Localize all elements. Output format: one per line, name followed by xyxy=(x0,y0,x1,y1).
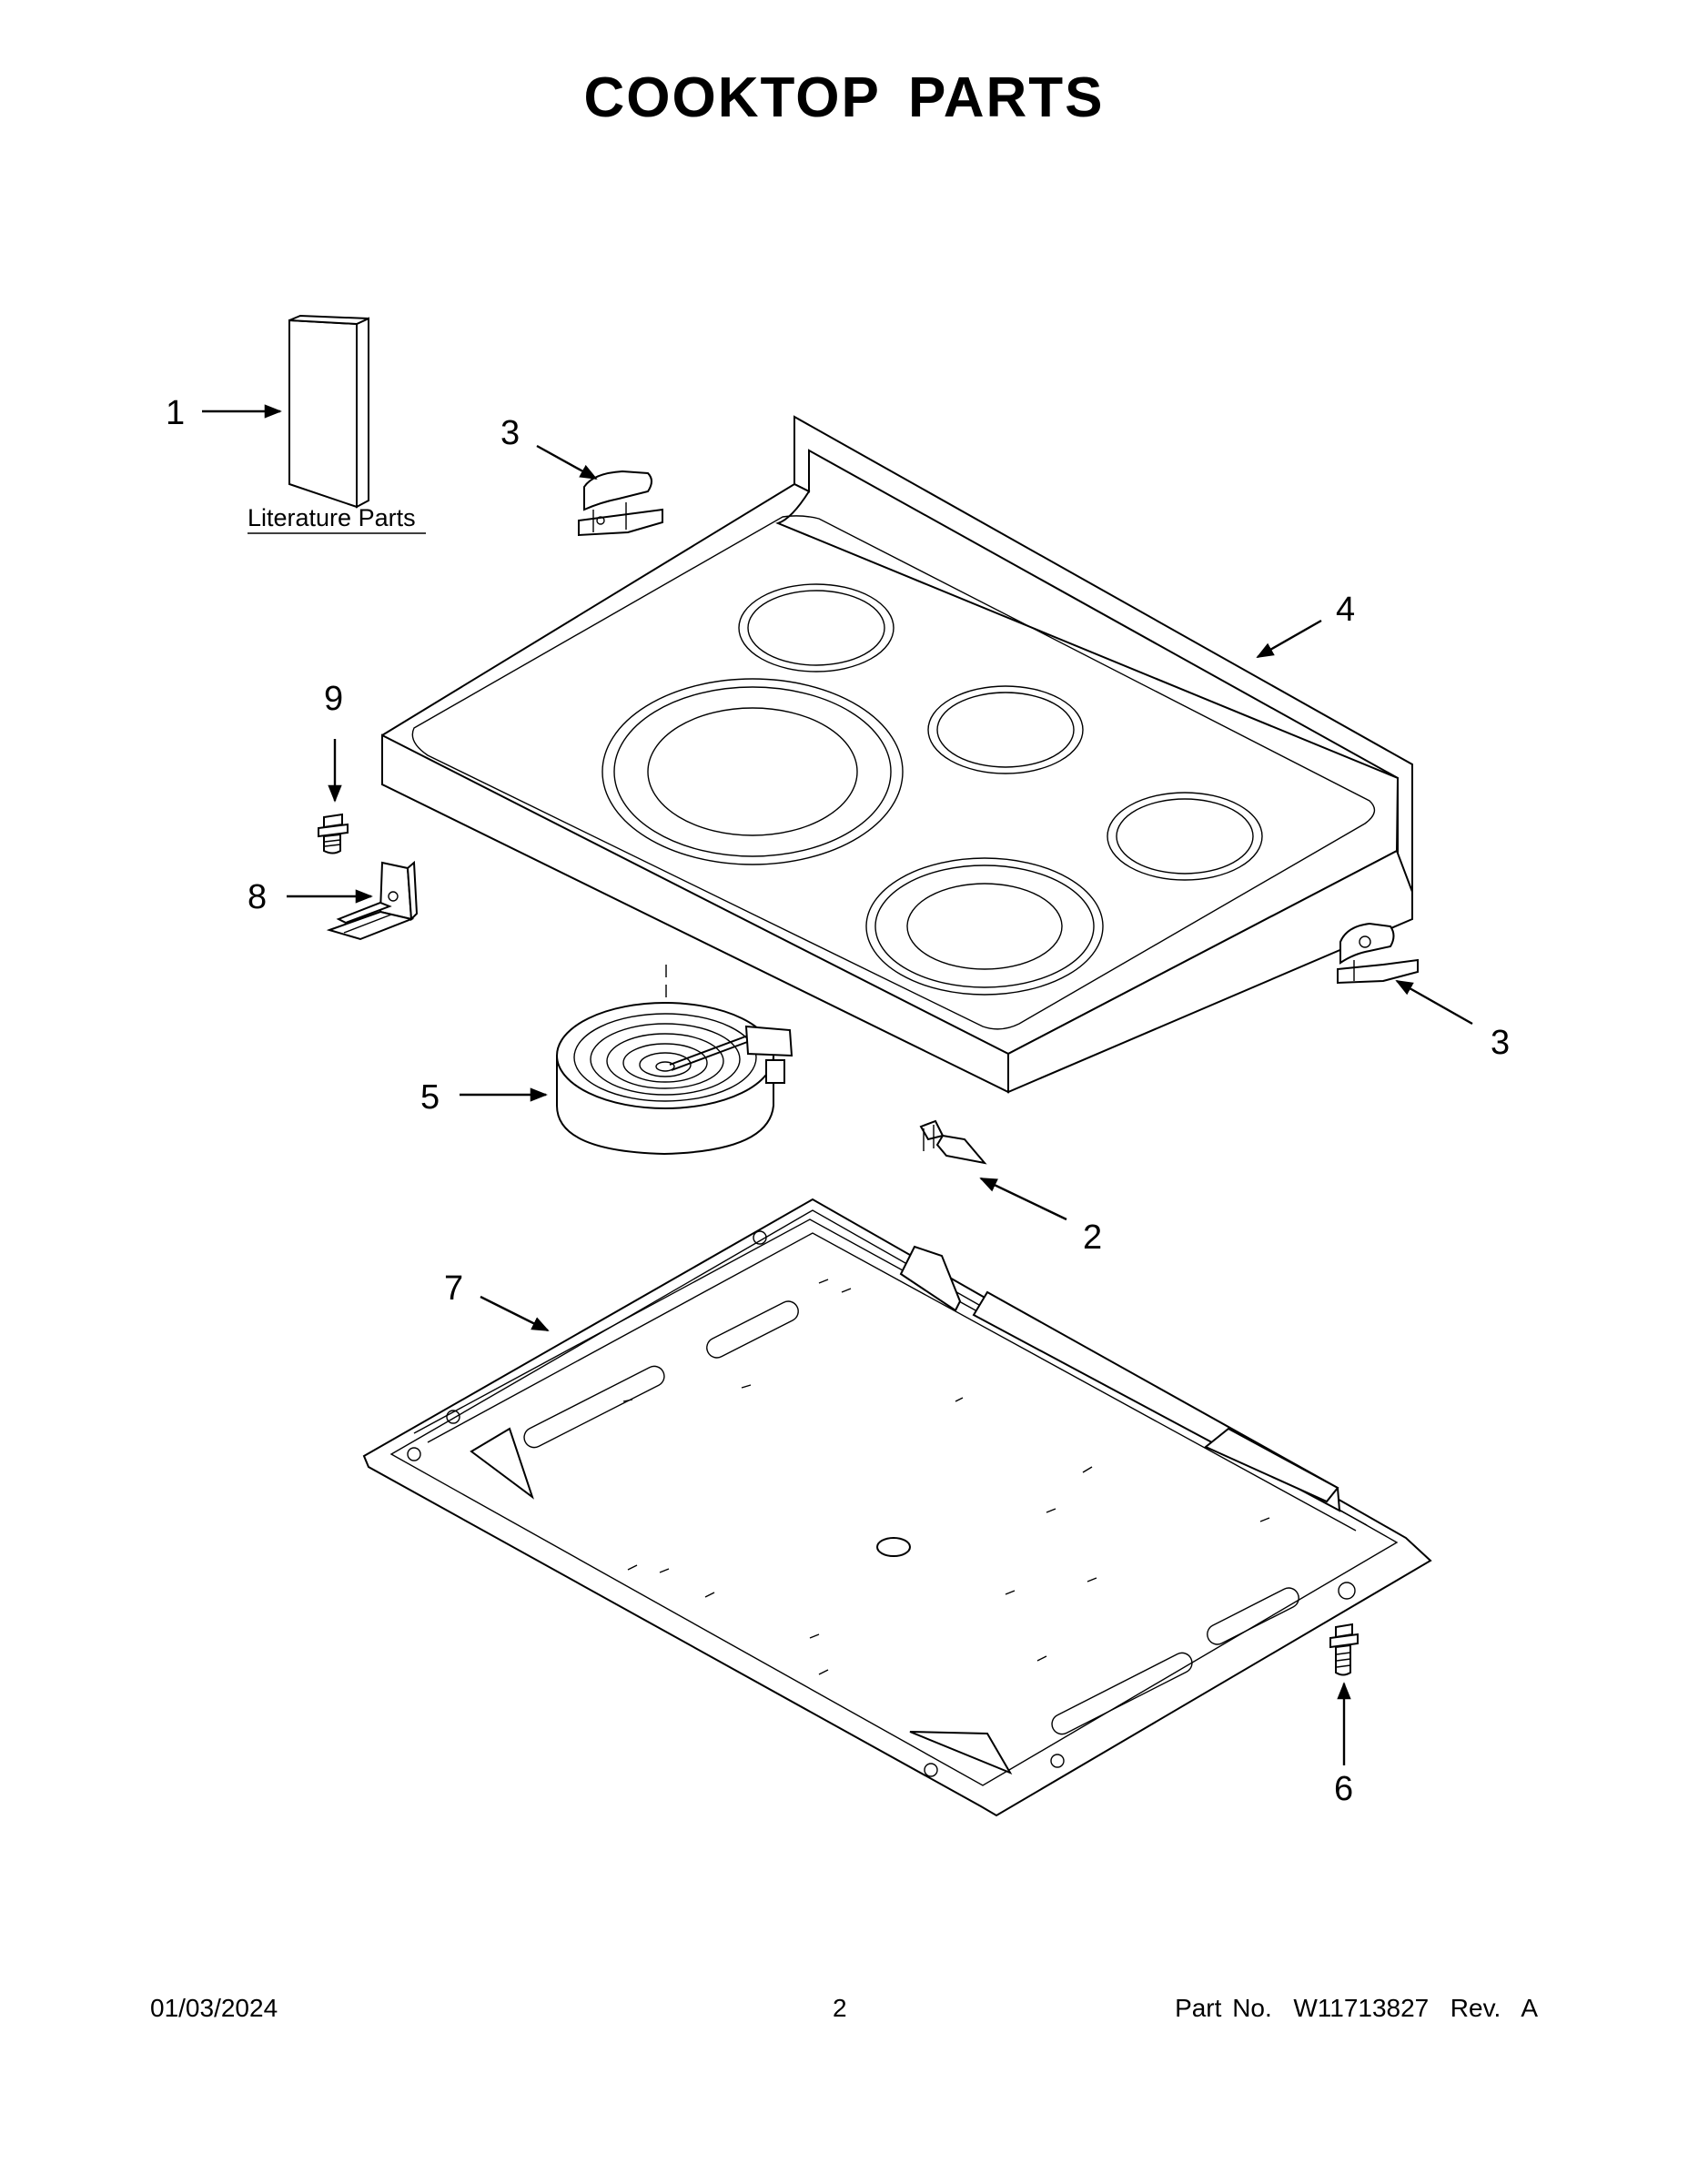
burner-rear-left xyxy=(738,583,895,672)
burner-front-left xyxy=(601,678,904,865)
literature-booklet xyxy=(288,314,369,509)
literature-parts-label: Literature Parts xyxy=(248,504,416,531)
rear-bracket-left xyxy=(578,470,663,537)
callout-5: 5 xyxy=(420,1078,440,1117)
callout-arrow-4 xyxy=(1256,619,1322,659)
clip-2 xyxy=(919,1119,987,1165)
callout-arrow-3b xyxy=(1395,979,1473,1026)
callout-arrow-3a xyxy=(536,444,598,480)
callout-1: 1 xyxy=(166,394,185,432)
callout-3-right: 3 xyxy=(1491,1024,1510,1062)
embossed-marks xyxy=(622,1279,1270,1675)
callout-7: 7 xyxy=(444,1269,463,1308)
callout-2: 2 xyxy=(1083,1218,1102,1257)
callout-arrow-2 xyxy=(979,1177,1067,1221)
screw-9 xyxy=(318,813,349,854)
callout-9: 9 xyxy=(324,680,343,718)
callout-6: 6 xyxy=(1334,1770,1353,1808)
rear-bracket-right xyxy=(1337,922,1419,985)
burner-front-right xyxy=(865,857,1104,996)
callout-arrow-7 xyxy=(480,1295,550,1332)
bracket-8 xyxy=(326,860,419,941)
radiant-element-5 xyxy=(556,965,793,1156)
callout-4: 4 xyxy=(1336,591,1355,629)
cooktop-assembly xyxy=(381,415,1413,1094)
burner-rear-right xyxy=(1107,792,1263,881)
footer-page-number: 2 xyxy=(833,1994,847,2022)
callout-8: 8 xyxy=(248,878,267,916)
screw-6 xyxy=(1329,1623,1359,1676)
burner-center xyxy=(927,685,1084,774)
burner-box-7 xyxy=(362,1198,1432,1817)
footer-part-number: Part No. W11713827 Rev. A xyxy=(1175,1994,1538,2022)
callout-3-top: 3 xyxy=(500,414,520,452)
page-title: COOKTOP PARTS xyxy=(583,66,1105,129)
footer-date: 01/03/2024 xyxy=(150,1994,278,2022)
